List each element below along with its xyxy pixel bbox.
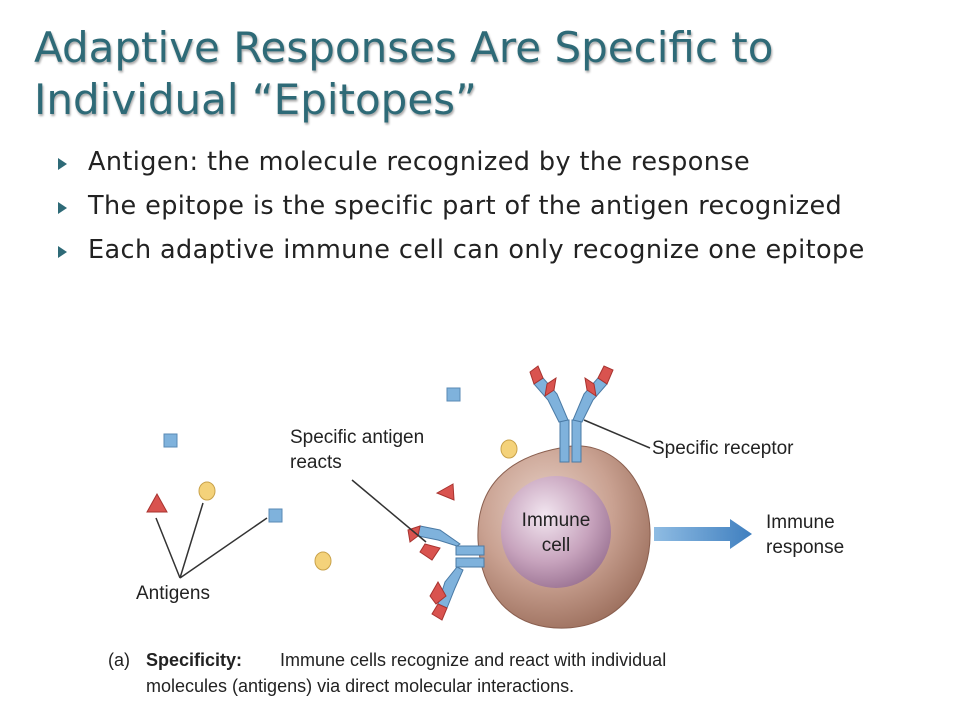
- immune-cell-label: Immune: [522, 510, 591, 531]
- antigen-triangle: [146, 492, 168, 513]
- bullet-text: Antigen: the molecule recognized by the …: [88, 147, 751, 177]
- triangle-bullet-icon: [58, 202, 67, 214]
- immune-response-label: Immune: [766, 512, 835, 533]
- caption-term: Specificity:: [146, 650, 242, 670]
- triangle-bullet-icon: [58, 158, 67, 170]
- specific-antigen-label: Specific antigen: [290, 427, 424, 448]
- antigen-square: [268, 508, 283, 523]
- top-receptor: [529, 365, 614, 463]
- slide-title: Adaptive Responses Are Specific to Indiv…: [34, 23, 774, 124]
- specific-receptor-pointer: [583, 419, 651, 449]
- immune-cell-label-2: cell: [542, 535, 571, 556]
- antigen-square: [446, 387, 461, 402]
- bullet-item: The epitope is the specific part of the …: [52, 190, 912, 222]
- triangle-bullet-icon: [58, 246, 67, 258]
- antigen-oval: [500, 439, 518, 459]
- antigen-triangle: [435, 483, 455, 501]
- bullet-item: Each adaptive immune cell can only recog…: [52, 234, 912, 266]
- caption-line-2: molecules (antigens) via direct molecula…: [146, 676, 574, 696]
- specific-antigen-pointer: [351, 479, 427, 543]
- antigens-pointer-lines: [155, 502, 268, 579]
- caption-panel-letter: (a): [108, 650, 130, 670]
- specific-receptor-label: Specific receptor: [652, 438, 794, 459]
- antigen-oval: [198, 481, 216, 501]
- immune-response-arrow: [654, 519, 752, 549]
- immune-cell-nucleus: [501, 476, 611, 588]
- immune-response-label-2: response: [766, 537, 844, 558]
- bullet-text: Each adaptive immune cell can only recog…: [88, 235, 865, 265]
- specific-antigen-label-2: reacts: [290, 452, 342, 473]
- bullet-text: The epitope is the specific part of the …: [88, 191, 843, 221]
- antigen-square: [163, 433, 178, 448]
- bound-receptor: [407, 525, 485, 621]
- caption-line-1: Immune cells recognize and react with in…: [280, 650, 666, 670]
- bullet-item: Antigen: the molecule recognized by the …: [52, 146, 912, 178]
- bullet-list: Antigen: the molecule recognized by the …: [52, 146, 912, 278]
- antigen-oval: [314, 551, 332, 571]
- antigens-label: Antigens: [136, 583, 210, 604]
